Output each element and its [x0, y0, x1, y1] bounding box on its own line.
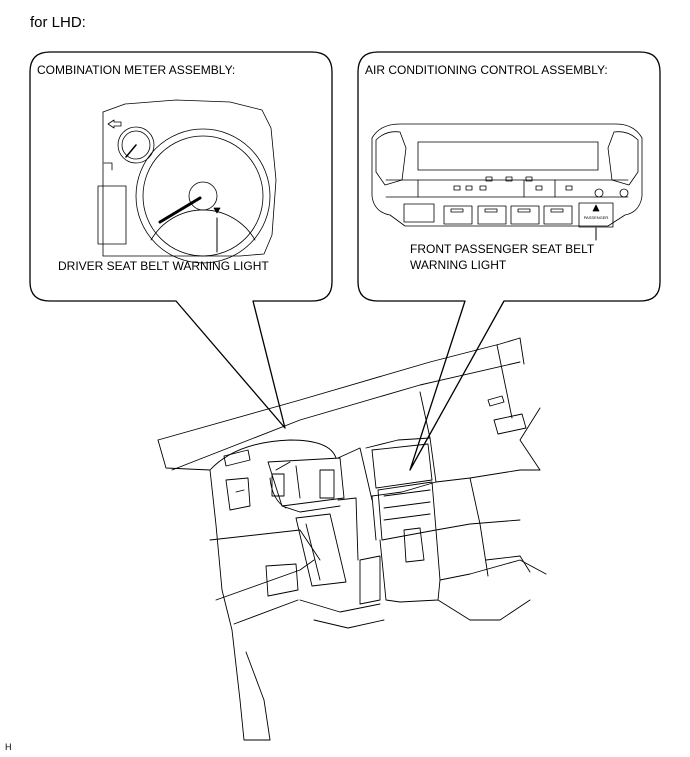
- ac-callout-frame: [357, 51, 661, 471]
- dashboard-drawing: [157, 337, 547, 741]
- meter-callout: COMBINATION METER ASSEMBLY: DRIVER SEAT …: [29, 51, 333, 429]
- driver-seat-belt-label: DRIVER SEAT BELT WARNING LIGHT: [58, 259, 269, 273]
- ac-callout-title: AIR CONDITIONING CONTROL ASSEMBLY:: [365, 63, 608, 77]
- figure-code: H: [5, 742, 12, 752]
- page-heading: for LHD:: [30, 14, 86, 31]
- ac-callout: PASSENGER AIR CONDITIONING CONTROL ASSEM…: [357, 51, 661, 471]
- passenger-seat-belt-indicator: [578, 202, 614, 228]
- passenger-seat-belt-label-line1: FRONT PASSENGER SEAT BELT: [410, 242, 595, 256]
- meter-callout-title: COMBINATION METER ASSEMBLY:: [37, 63, 235, 77]
- combination-meter-drawing: [97, 99, 277, 264]
- passenger-seat-belt-label-line2: WARNING LIGHT: [410, 258, 507, 272]
- meter-callout-frame: [29, 51, 333, 429]
- turn-arrow-icon: [107, 119, 122, 129]
- passenger-indicator-text: PASSENGER: [584, 215, 609, 220]
- ac-control-panel-drawing: [371, 123, 643, 241]
